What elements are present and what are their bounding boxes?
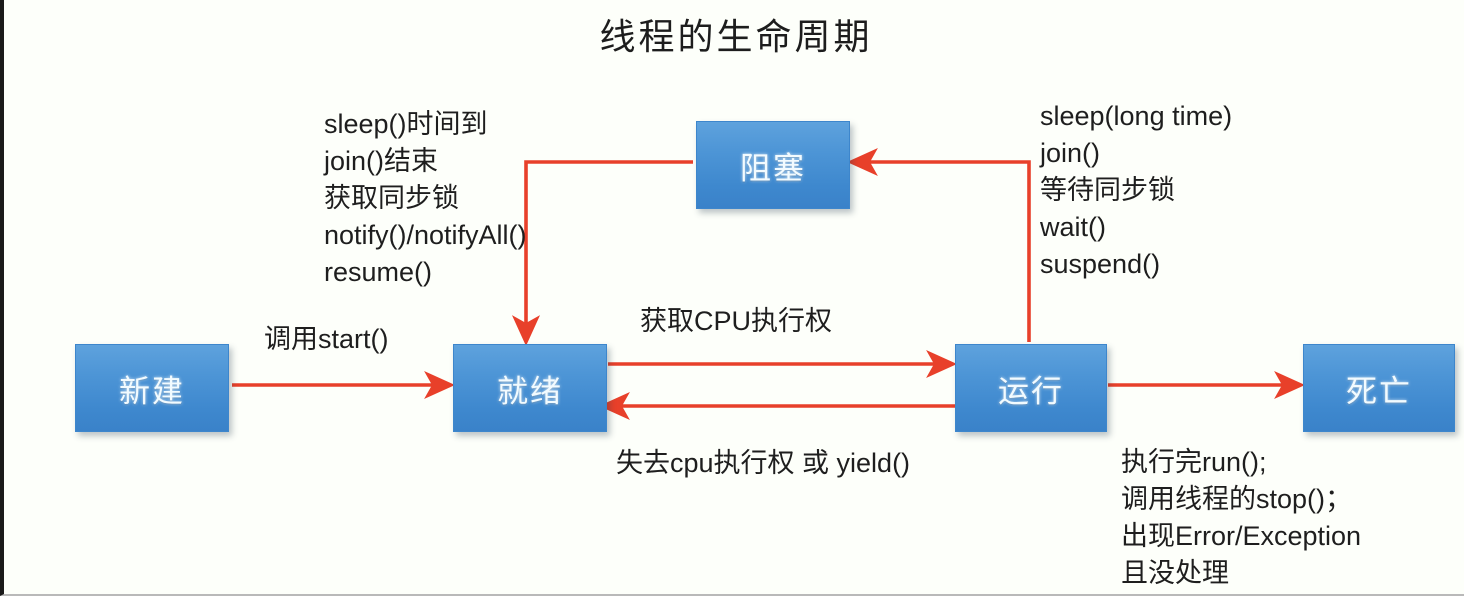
note-running-to-dead: 执行完run(); 调用线程的stop()； 出现Error/Exception…: [1121, 447, 1362, 588]
arrow-blocked-to-runnable: [511, 160, 693, 347]
page-title: 线程的生命周期: [599, 16, 873, 57]
node-running-label: 运行: [998, 373, 1064, 409]
note-blocked-to-runnable: sleep()时间到 join()结束 获取同步锁 notify()/notif…: [324, 109, 527, 287]
node-runnable[interactable]: 就绪: [453, 344, 607, 432]
node-running[interactable]: 运行: [955, 344, 1107, 432]
node-dead[interactable]: 死亡: [1303, 344, 1455, 432]
note-running-to-blocked: sleep(long time) join() 等待同步锁 wait() sus…: [1040, 101, 1233, 279]
edge-label-runnable-to-running: 获取CPU执行权: [640, 306, 833, 336]
edge-label-new-to-runnable: 调用start(): [264, 324, 389, 354]
node-new-label: 新建: [119, 373, 185, 409]
node-runnable-label: 就绪: [497, 373, 563, 409]
edge-label-running-to-runnable: 失去cpu执行权 或 yield(): [616, 448, 911, 478]
node-dead-label: 死亡: [1346, 373, 1412, 409]
node-new[interactable]: 新建: [75, 344, 229, 432]
arrow-running-to-blocked: [846, 147, 1031, 342]
node-blocked[interactable]: 阻塞: [696, 121, 850, 209]
node-blocked-label: 阻塞: [740, 150, 806, 186]
